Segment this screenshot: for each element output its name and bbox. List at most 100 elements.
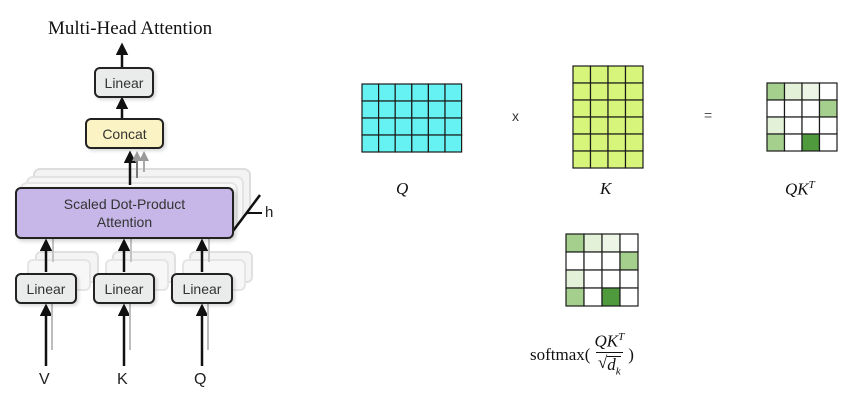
k-matrix-cell	[589, 150, 609, 169]
linear-v-box: Linear	[15, 273, 77, 304]
softmax-matrix-cell	[601, 269, 621, 289]
linear-k-box: Linear	[93, 273, 155, 304]
k-matrix-cell	[572, 82, 592, 101]
softmax-matrix-cell	[601, 287, 621, 307]
softmax-matrix-cell	[583, 269, 603, 289]
softmax-matrix-cell	[619, 233, 639, 253]
k-matrix	[572, 65, 644, 169]
softmax-matrix-cell	[619, 287, 639, 307]
k-matrix-cell	[572, 99, 592, 118]
input-q-label: Q	[194, 371, 207, 388]
k-matrix-cell	[607, 99, 627, 118]
qkt-matrix-cell	[818, 133, 838, 152]
softmax-denominator-sub: k	[615, 365, 621, 378]
q-matrix-cell	[411, 134, 429, 153]
k-matrix-cell	[589, 65, 609, 84]
attention-label-line2: Attention	[96, 214, 153, 230]
softmax-matrix-cell	[565, 287, 585, 307]
k-matrix-cell	[589, 116, 609, 135]
k-matrix-cell	[607, 65, 627, 84]
q-matrix-cell	[411, 83, 429, 102]
softmax-matrix-cell	[565, 269, 585, 289]
k-matrix-cell	[624, 150, 644, 169]
k-matrix-label: K	[600, 179, 612, 198]
softmax-matrix-cell	[601, 233, 621, 253]
concat-box: Concat	[85, 118, 164, 149]
k-matrix-cell	[572, 65, 592, 84]
qkt-matrix-cell	[783, 99, 803, 118]
k-matrix-cell	[607, 82, 627, 101]
linear-q-box: Linear	[171, 273, 233, 304]
q-matrix-cell	[394, 100, 413, 119]
linear-k-label: Linear	[104, 280, 144, 297]
softmax-prefix: softmax(	[530, 345, 591, 364]
qkt-matrix-cell	[783, 82, 803, 101]
q-matrix-cell	[378, 83, 396, 102]
softmax-matrix-cell	[565, 233, 585, 253]
input-v-label: V	[39, 371, 50, 388]
k-matrix-cell	[589, 99, 609, 118]
qkt-matrix-label: QKT	[785, 179, 815, 200]
qkt-label-sup: T	[808, 179, 815, 191]
softmax-matrix-cell	[583, 287, 603, 307]
concat-label: Concat	[102, 125, 147, 142]
equals-sign: =	[704, 107, 713, 123]
qkt-matrix-cell	[801, 99, 821, 118]
k-matrix-cell	[624, 99, 644, 118]
k-matrix-cell	[607, 150, 627, 169]
q-matrix-cell	[444, 100, 463, 119]
k-matrix-cell	[589, 82, 609, 101]
q-matrix-cell	[411, 117, 429, 136]
k-matrix-cell	[572, 150, 592, 169]
softmax-formula: softmax( QKT √dk )	[530, 330, 634, 380]
q-matrix-cell	[378, 117, 396, 136]
k-matrix-cell	[607, 133, 627, 152]
k-matrix-cell	[607, 116, 627, 135]
q-matrix-cell	[394, 83, 413, 102]
k-matrix-cell	[624, 82, 644, 101]
qkt-matrix-cell	[818, 82, 838, 101]
qkt-matrix-cell	[818, 99, 838, 118]
softmax-numerator: QKT	[592, 331, 626, 352]
k-matrix-cell	[589, 133, 609, 152]
qkt-matrix-cell	[801, 82, 821, 101]
linear-output-label: Linear	[104, 74, 144, 91]
qkt-matrix-cell	[766, 133, 786, 152]
softmax-denominator-base: d	[607, 354, 616, 374]
q-matrix-cell	[361, 83, 380, 102]
softmax-fraction: QKT √dk	[592, 331, 626, 379]
q-matrix-cell	[361, 117, 380, 136]
q-matrix-cell	[427, 83, 446, 102]
q-matrix-cell	[378, 134, 396, 153]
k-matrix-cell	[572, 116, 592, 135]
softmax-matrix-cell	[619, 251, 639, 271]
q-matrix-cell	[361, 134, 380, 153]
q-matrix-cell	[444, 134, 463, 153]
q-matrix-cell	[411, 100, 429, 119]
q-matrix-cell	[378, 100, 396, 119]
softmax-numerator-sup: T	[618, 330, 625, 343]
qkt-matrix-cell	[783, 133, 803, 152]
diagram-title: Multi-Head Attention	[48, 18, 213, 39]
softmax-result-matrix	[565, 233, 639, 307]
attention-label-line1: Scaled Dot-Product	[63, 196, 186, 212]
qkt-matrix-cell	[766, 99, 786, 118]
softmax-matrix-cell	[619, 269, 639, 289]
softmax-matrix-cell	[583, 251, 603, 271]
q-matrix-cell	[394, 134, 413, 153]
linear-v-label: Linear	[26, 280, 66, 297]
qkt-matrix-cell	[766, 82, 786, 101]
softmax-matrix-cell	[601, 251, 621, 271]
qkt-matrix-cell	[801, 116, 821, 135]
qkt-matrix-cell	[818, 116, 838, 135]
qkt-matrix-cell	[766, 116, 786, 135]
qkt-label-base: QK	[785, 179, 809, 199]
qkt-matrix-cell	[783, 116, 803, 135]
scaled-dot-product-attention-box: Scaled Dot-Product Attention	[15, 187, 234, 239]
softmax-numerator-base: QK	[594, 331, 619, 351]
linear-q-label: Linear	[182, 280, 222, 297]
softmax-denominator: √dk	[595, 351, 623, 378]
qkt-matrix-cell	[801, 133, 821, 152]
k-matrix-cell	[624, 116, 644, 135]
